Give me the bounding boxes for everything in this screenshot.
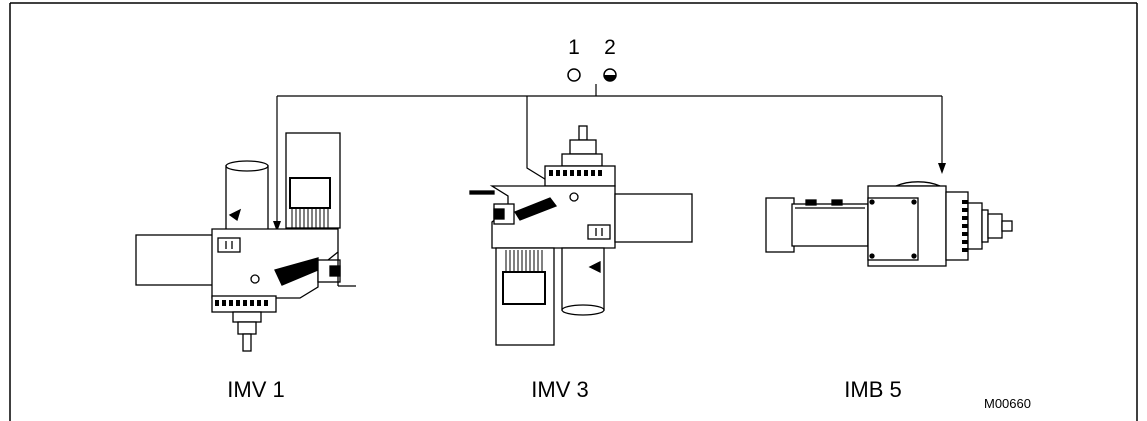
caption-imv3: IMV 3 xyxy=(531,377,589,402)
imv3-unit-drawing xyxy=(469,125,693,346)
half-filled-circle-icon xyxy=(603,68,617,82)
open-circle-icon xyxy=(567,68,581,82)
caption-imb5: IMB 5 xyxy=(844,377,902,402)
figure-border xyxy=(9,2,1138,421)
legend-number-2: 2 xyxy=(604,36,616,59)
legend-number-1: 1 xyxy=(568,36,580,59)
imb5-unit-drawing xyxy=(765,181,1013,267)
caption-imv1: IMV 1 xyxy=(227,377,285,402)
figure-code: M00660 xyxy=(984,396,1031,411)
imv1-unit-drawing xyxy=(135,132,356,352)
arrowheads xyxy=(273,163,946,232)
